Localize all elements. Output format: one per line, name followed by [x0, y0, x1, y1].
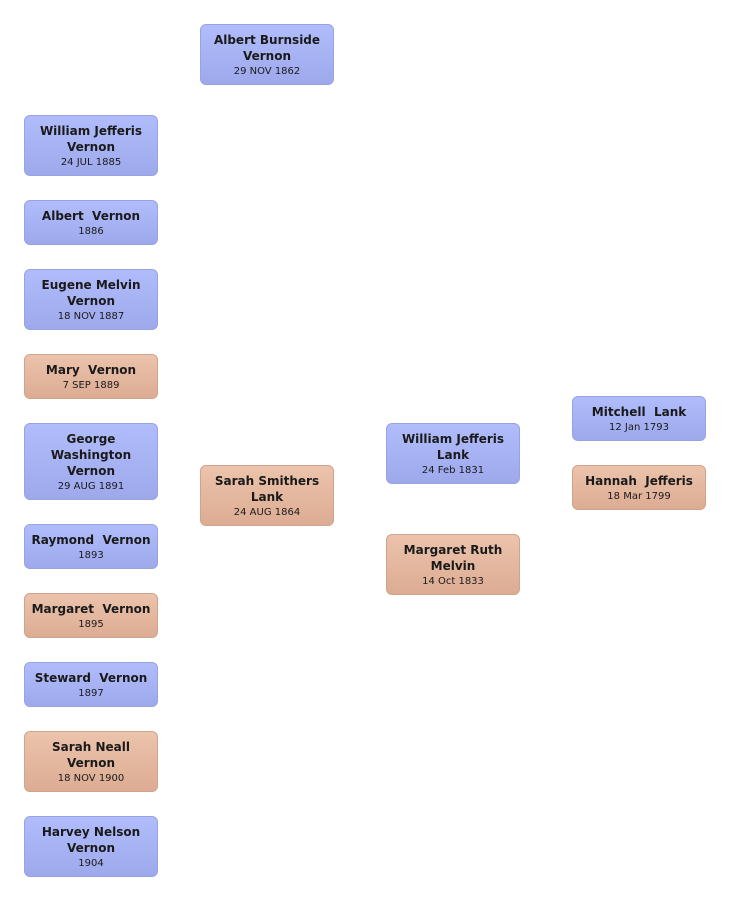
person-card-mary-vernon[interactable]: Mary Vernon 7 SEP 1889 — [24, 354, 158, 399]
person-card-albert-vernon[interactable]: Albert Vernon 1886 — [24, 200, 158, 245]
person-card-george-washington-vernon[interactable]: George Washington Vernon 29 AUG 1891 — [24, 423, 158, 500]
person-card-raymond-vernon[interactable]: Raymond Vernon 1893 — [24, 524, 158, 569]
person-name: Harvey Nelson Vernon — [41, 824, 145, 855]
person-card-hannah-jefferis[interactable]: Hannah Jefferis 18 Mar 1799 — [572, 465, 706, 510]
person-card-william-jefferis-lank[interactable]: William Jefferis Lank 24 Feb 1831 — [386, 423, 520, 484]
person-date: 1897 — [78, 687, 104, 699]
person-name: Mitchell Lank — [591, 404, 687, 419]
person-date: 18 NOV 1900 — [57, 772, 125, 784]
person-name: Albert Vernon — [41, 208, 141, 223]
person-name: Albert Burnside Vernon — [213, 32, 325, 63]
person-date: 24 AUG 1864 — [233, 506, 301, 518]
person-name: Mary Vernon — [45, 362, 137, 377]
person-card-margaret-ruth-melvin[interactable]: Margaret Ruth Melvin 14 Oct 1833 — [386, 534, 520, 595]
person-card-eugene-melvin-vernon[interactable]: Eugene Melvin Vernon 18 NOV 1887 — [24, 269, 158, 330]
person-name: George Washington Vernon — [50, 431, 136, 478]
person-name: Sarah Neall Vernon — [52, 739, 135, 770]
person-card-william-jefferis-vernon[interactable]: William Jefferis Vernon 24 JUL 1885 — [24, 115, 158, 176]
person-card-sarah-smithers-lank[interactable]: Sarah Smithers Lank 24 AUG 1864 — [200, 465, 334, 526]
person-date: 14 Oct 1833 — [422, 575, 484, 587]
person-name: William Jefferis Lank — [401, 431, 509, 462]
person-card-albert-burnside-vernon[interactable]: Albert Burnside Vernon 29 NOV 1862 — [200, 24, 334, 85]
person-card-mitchell-lank[interactable]: Mitchell Lank 12 Jan 1793 — [572, 396, 706, 441]
person-date: 24 JUL 1885 — [60, 156, 122, 168]
person-date: 12 Jan 1793 — [609, 421, 669, 433]
person-date: 7 SEP 1889 — [62, 379, 120, 391]
person-name: Margaret Ruth Melvin — [403, 542, 507, 573]
person-card-harvey-nelson-vernon[interactable]: Harvey Nelson Vernon 1904 — [24, 816, 158, 877]
person-date: 1886 — [78, 225, 104, 237]
person-date: 18 Mar 1799 — [607, 490, 671, 502]
person-name: Eugene Melvin Vernon — [41, 277, 145, 308]
person-date: 1893 — [78, 549, 104, 561]
person-date: 29 NOV 1862 — [233, 65, 301, 77]
person-name: William Jefferis Vernon — [39, 123, 147, 154]
person-card-steward-vernon[interactable]: Steward Vernon 1897 — [24, 662, 158, 707]
person-date: 24 Feb 1831 — [421, 464, 485, 476]
person-date: 1904 — [78, 857, 104, 869]
person-date: 1895 — [78, 618, 104, 630]
person-card-margaret-vernon[interactable]: Margaret Vernon 1895 — [24, 593, 158, 638]
person-card-sarah-neall-vernon[interactable]: Sarah Neall Vernon 18 NOV 1900 — [24, 731, 158, 792]
person-name: Steward Vernon — [34, 670, 148, 685]
person-name: Sarah Smithers Lank — [214, 473, 324, 504]
person-name: Hannah Jefferis — [585, 473, 693, 488]
person-date: 18 NOV 1887 — [57, 310, 125, 322]
person-name: Margaret Vernon — [31, 601, 151, 616]
person-date: 29 AUG 1891 — [57, 480, 125, 492]
person-name: Raymond Vernon — [31, 532, 151, 547]
